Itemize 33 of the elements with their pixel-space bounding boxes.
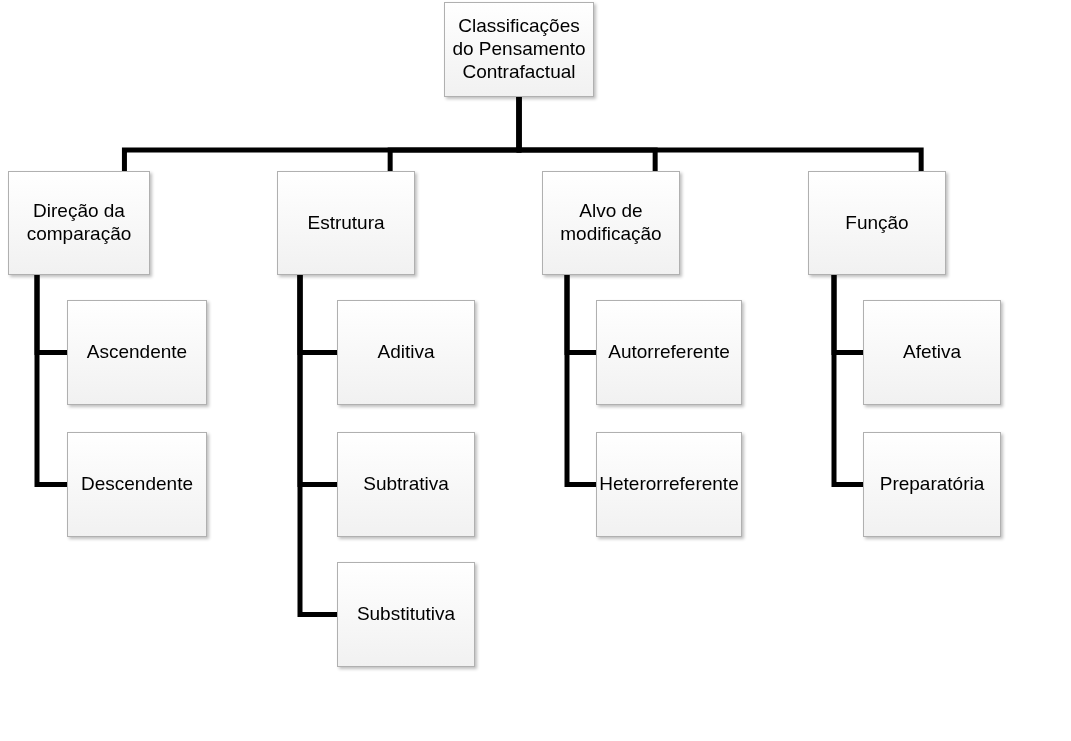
box-label: Afetiva: [902, 341, 962, 364]
category-box: [67, 432, 207, 537]
category-box: [808, 171, 946, 275]
box-label: Preparatória: [879, 473, 985, 496]
box-label: Função: [845, 211, 909, 235]
box-label: Classificações do Pensamento Contrafactual: [451, 15, 587, 84]
box-label: Autorreferente: [608, 341, 730, 364]
box-label: Subtrativa: [363, 473, 449, 496]
box-label: Alvo de modificação: [559, 200, 663, 246]
category-box: [8, 171, 150, 275]
box-label: Aditiva: [377, 341, 435, 364]
connector-line: [564, 275, 596, 487]
category-box: [337, 562, 475, 667]
box-label: Ascendente: [86, 341, 188, 364]
connector-line: [516, 97, 924, 171]
connector-line: [831, 275, 863, 487]
category-box: [337, 432, 475, 537]
connector-line: [34, 275, 67, 487]
category-box: [337, 300, 475, 405]
category-box: [542, 171, 680, 275]
box-label: Substitutiva: [356, 603, 456, 626]
connector-line: [297, 275, 337, 617]
box-label: Estrutura: [307, 211, 385, 235]
box-label: Direção da comparação: [25, 200, 133, 246]
category-box: [444, 2, 594, 97]
box-label: Heterorreferente: [599, 473, 739, 496]
box-label: Descendente: [81, 473, 193, 496]
category-box: [596, 432, 742, 537]
category-box: [863, 432, 1001, 537]
category-box: [863, 300, 1001, 405]
category-box: [596, 300, 742, 405]
category-box: [277, 171, 415, 275]
category-box: [67, 300, 207, 405]
